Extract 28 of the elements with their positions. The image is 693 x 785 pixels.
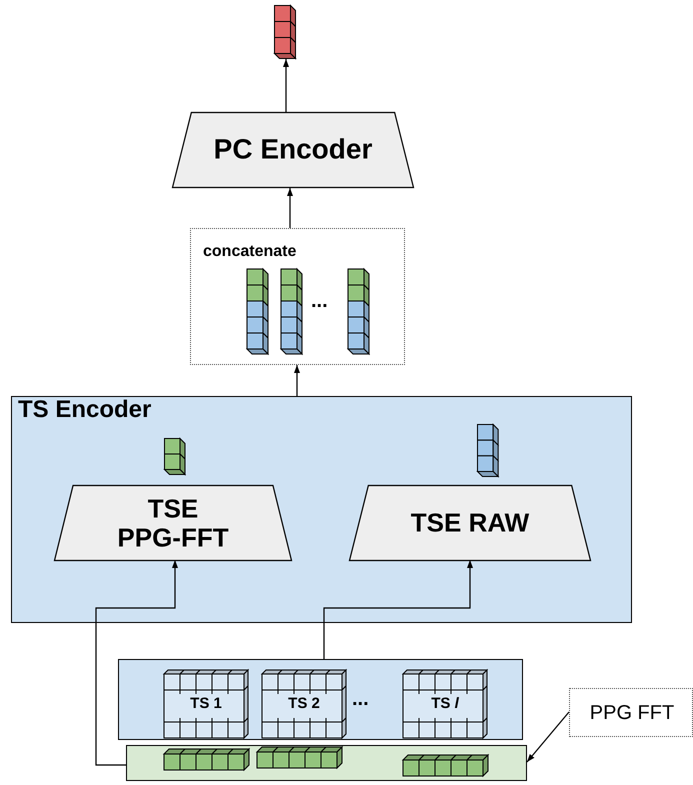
- ellipsis: ...: [352, 688, 369, 710]
- dotted-box: [190, 228, 405, 365]
- cube-stack-drawing: [164, 438, 186, 475]
- panel: [118, 659, 523, 740]
- ellipsis: ...: [311, 290, 328, 312]
- heading: concatenate: [203, 243, 296, 261]
- block-label: TS l: [430, 696, 460, 712]
- arrow: [283, 59, 289, 112]
- arrow: [323, 560, 473, 659]
- encoder-trapezoid: [54, 485, 292, 561]
- arrow: [294, 365, 300, 396]
- arrow: [287, 188, 293, 228]
- cube-stack-drawing: [274, 5, 298, 59]
- panel: [11, 396, 632, 623]
- panel: [126, 745, 527, 781]
- encoder-trapezoid: [172, 112, 414, 188]
- block-label: PC Encoder: [212, 134, 374, 166]
- block-label: TSE RAW: [410, 508, 530, 538]
- dotted-box: [569, 688, 693, 737]
- arrow: [95, 560, 178, 766]
- block-label: TS 2: [287, 696, 321, 712]
- cube-stack-drawing: [477, 424, 501, 477]
- encoder-trapezoid: [349, 485, 591, 561]
- leader-arrow: [526, 712, 570, 762]
- block-label: TSE PPG-FFT: [116, 494, 230, 552]
- block-label: TS 1: [189, 696, 223, 712]
- heading: TS Encoder: [18, 397, 152, 424]
- box-label: PPG FFT: [588, 702, 676, 724]
